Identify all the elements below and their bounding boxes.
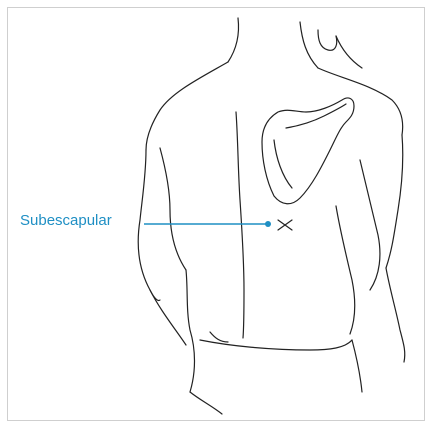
subescapular-label: Subescapular (20, 212, 112, 230)
site-dot (265, 221, 271, 227)
site-x-marker (278, 220, 292, 230)
